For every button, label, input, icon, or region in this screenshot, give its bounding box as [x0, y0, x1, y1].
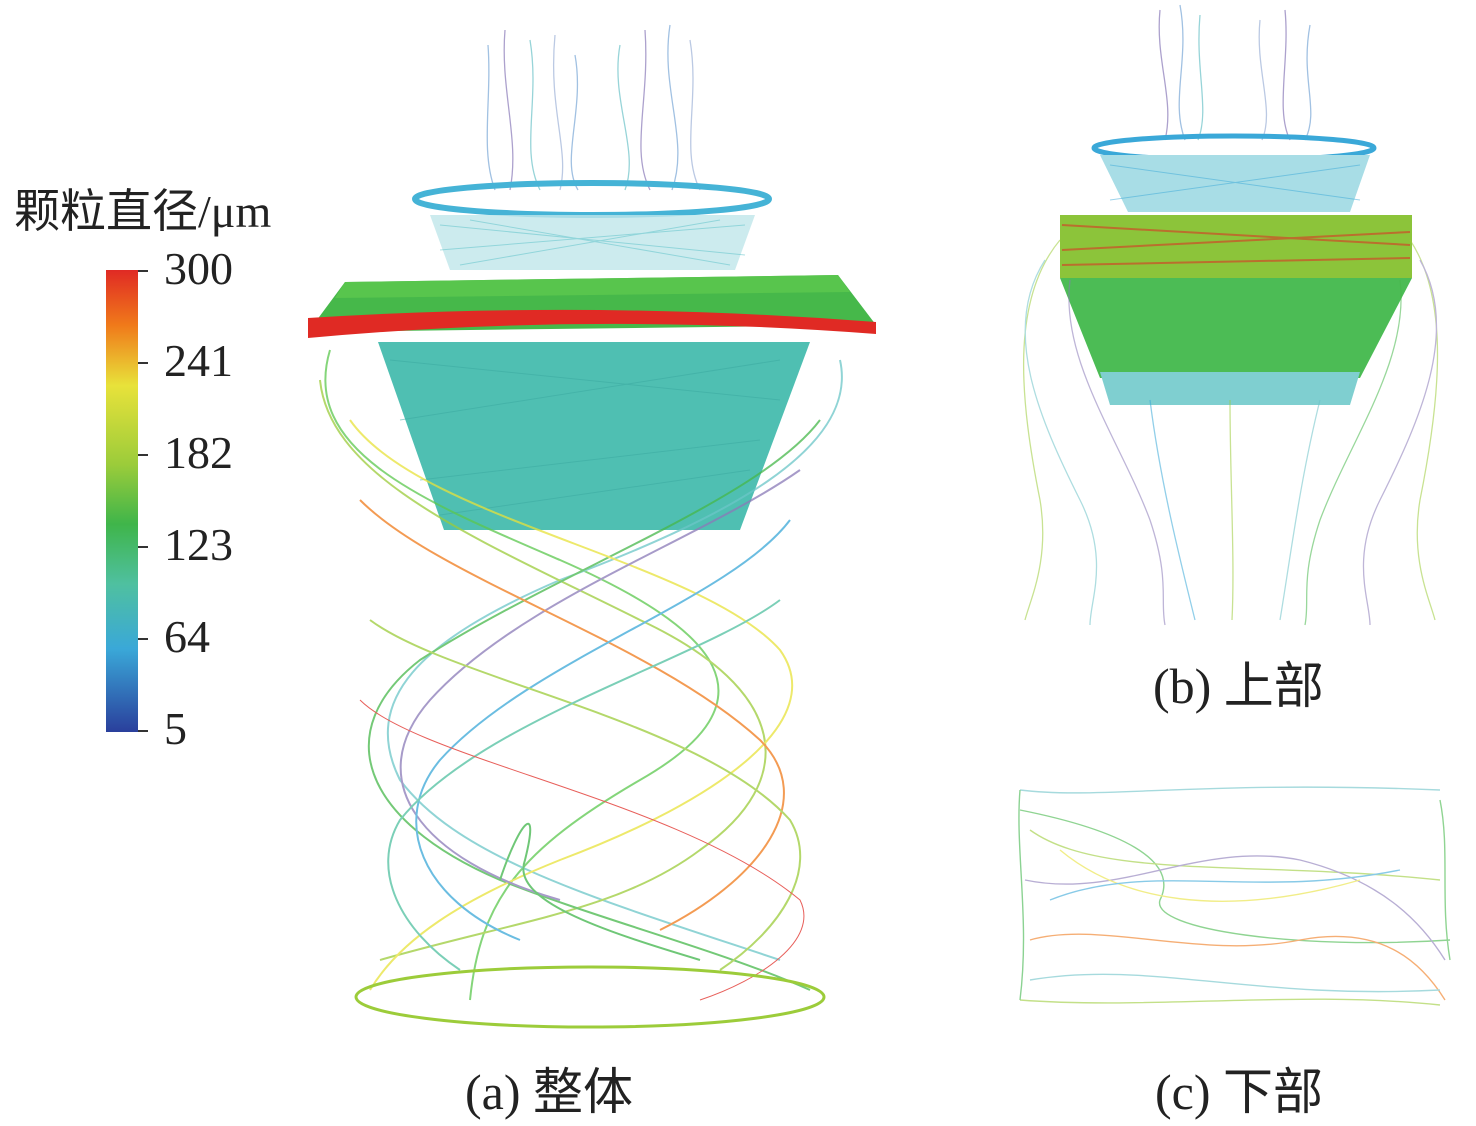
caption-c: (c) 下部	[1155, 1064, 1323, 1120]
tick-label-64: 64	[164, 611, 210, 662]
caption-b: (b) 上部	[1153, 658, 1324, 714]
colorbar	[106, 270, 138, 732]
tick-label-5: 5	[164, 703, 187, 754]
caption-a: (a) 整体	[465, 1064, 633, 1120]
tick-label-241: 241	[164, 335, 233, 386]
tick-label-123: 123	[164, 519, 233, 570]
tick-label-300: 300	[164, 243, 233, 294]
tick-label-182: 182	[164, 427, 233, 478]
legend-title: 颗粒直径/μm	[14, 186, 272, 237]
